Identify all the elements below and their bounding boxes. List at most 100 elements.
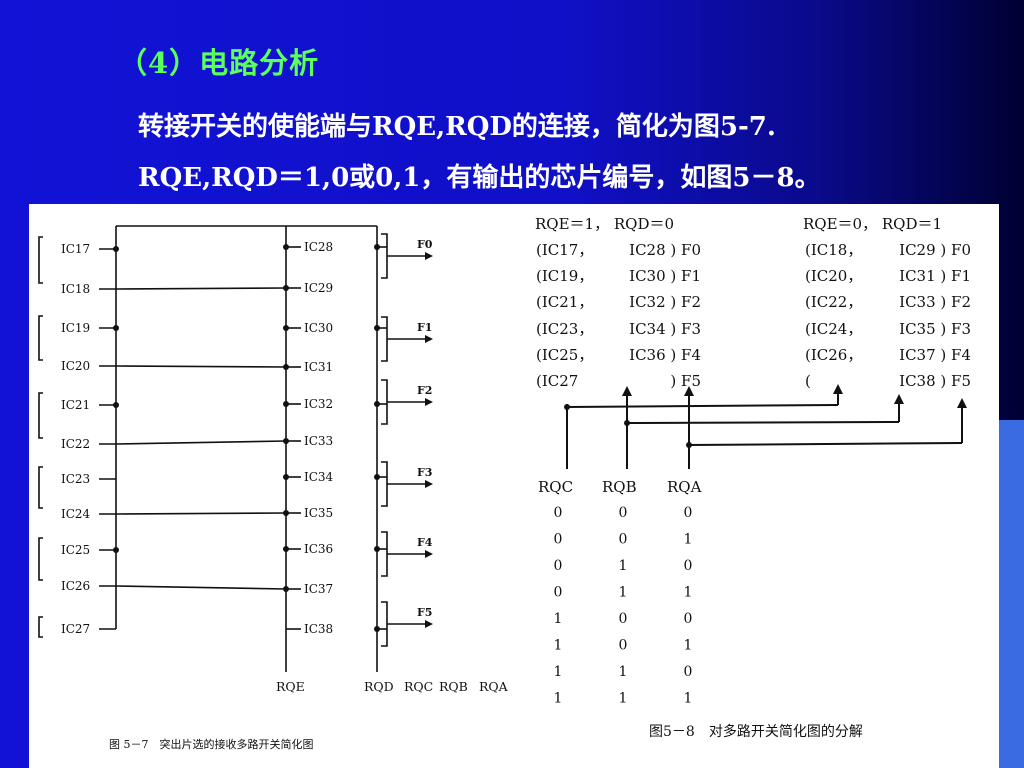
col1-right-cell: IC30 ) F1	[629, 267, 701, 285]
bottom-label: RQE	[276, 679, 305, 694]
col2-left-cell: (IC24，	[805, 320, 862, 338]
junction-dot	[113, 402, 119, 408]
table-cell: 1	[684, 532, 693, 548]
col2-right-cell: IC38 ) F5	[899, 372, 971, 390]
col2-header: RQE＝0， RQD＝1	[803, 215, 942, 233]
table-cell: 0	[554, 505, 563, 521]
junction-dot	[283, 244, 289, 250]
chip-label: IC33	[304, 434, 333, 448]
col2-left-cell: (IC22，	[805, 293, 862, 311]
bottom-label: RQB	[439, 679, 468, 694]
chip-label: IC20	[61, 359, 90, 373]
table-cell: 0	[684, 664, 693, 680]
right-bracket	[381, 316, 388, 362]
left-bracket	[38, 392, 43, 439]
chip-label: IC35	[304, 506, 333, 520]
output-arrow	[425, 335, 433, 343]
col1-left-cell: (IC17，	[536, 241, 593, 259]
junction-dot	[113, 547, 119, 553]
table-header: RQA	[667, 478, 702, 496]
section-heading: （4）电路分析	[118, 46, 320, 80]
decorative-stripe	[999, 420, 1024, 768]
left-bracket	[38, 466, 43, 509]
figure-5-7-caption: 图 5－7 突出片选的接收多路开关简化图	[109, 737, 314, 751]
col2-right-cell: IC29 ) F0	[899, 241, 971, 259]
table-cell: 0	[554, 585, 563, 601]
table-cell: 0	[619, 532, 628, 548]
table-cell: 0	[619, 611, 628, 627]
left-bracket	[38, 616, 43, 638]
col2-right-cell: IC33 ) F2	[899, 293, 971, 311]
output-label: F1	[417, 321, 432, 334]
chip-label: IC18	[61, 282, 90, 296]
col1-header: RQE＝1， RQD＝0	[535, 215, 674, 233]
table-cell: 1	[619, 558, 628, 574]
arrow-up	[622, 386, 632, 396]
cross-wire	[115, 365, 287, 368]
table-cell: 0	[554, 558, 563, 574]
junction-dot	[283, 401, 289, 407]
cross-wire	[115, 287, 287, 290]
chip-label: IC28	[304, 240, 333, 254]
chip-label: IC31	[304, 360, 333, 374]
table-cell: 1	[619, 664, 628, 680]
arrow-up	[894, 394, 904, 404]
col1-right-cell: ) F5	[670, 372, 701, 390]
chip-label: IC37	[304, 582, 333, 596]
col1-left-cell: (IC21，	[536, 293, 593, 311]
right-bracket	[381, 233, 388, 279]
output-label: F2	[417, 384, 432, 397]
chip-label: IC22	[61, 437, 90, 451]
table-cell: 0	[619, 505, 628, 521]
table-cell: 1	[554, 664, 563, 680]
col2-right-cell: IC35 ) F3	[899, 320, 971, 338]
junction-dot	[113, 246, 119, 252]
chip-label: IC27	[61, 622, 90, 636]
col1-right-cell: IC34 ) F3	[629, 320, 701, 338]
col2-left-cell: (	[805, 372, 811, 390]
col1-right-cell: IC28 ) F0	[629, 241, 701, 259]
chip-label: IC32	[304, 397, 333, 411]
col1-right-cell: IC32 ) F2	[629, 293, 701, 311]
output-arrow	[425, 550, 433, 558]
chip-label: IC26	[61, 579, 90, 593]
table-cell: 0	[684, 611, 693, 627]
chip-label: IC29	[304, 281, 333, 295]
chip-label: IC34	[304, 470, 334, 484]
table-cell: 1	[554, 611, 563, 627]
rqb-horizontal	[626, 421, 900, 424]
rqa-horizontal	[688, 442, 963, 446]
junction-dot	[113, 325, 119, 331]
col2-right-cell: IC31 ) F1	[899, 267, 971, 285]
left-bracket	[38, 236, 43, 284]
table-cell: 0	[619, 638, 628, 654]
chip-label: IC17	[61, 242, 90, 256]
cross-wire	[115, 585, 287, 590]
chip-label: IC21	[61, 398, 90, 412]
output-label: F5	[417, 606, 432, 619]
chip-label: IC36	[304, 542, 333, 556]
chip-label: IC38	[304, 622, 333, 636]
cross-wire	[115, 512, 287, 515]
left-bracket	[38, 315, 43, 361]
junction-dot	[283, 546, 289, 552]
cross-wire	[115, 440, 287, 445]
output-arrow	[425, 620, 433, 628]
chip-label: IC19	[61, 321, 90, 335]
right-bracket	[381, 601, 388, 647]
table-cell: 1	[684, 691, 693, 707]
arrow-up	[684, 386, 694, 396]
arrow-up	[833, 384, 843, 394]
table-cell: 1	[554, 691, 563, 707]
table-cell: 0	[684, 558, 693, 574]
table-cell: 1	[684, 585, 693, 601]
figure-5-8-caption: 图5－8 对多路开关简化图的分解	[649, 723, 863, 740]
output-arrow	[425, 252, 433, 260]
col2-left-cell: (IC26，	[805, 346, 862, 364]
table-cell: 1	[554, 638, 563, 654]
col1-left-cell: (IC25，	[536, 346, 593, 364]
bottom-label: RQA	[479, 679, 509, 694]
chip-label: IC23	[61, 472, 90, 486]
col2-left-cell: (IC18，	[805, 241, 862, 259]
